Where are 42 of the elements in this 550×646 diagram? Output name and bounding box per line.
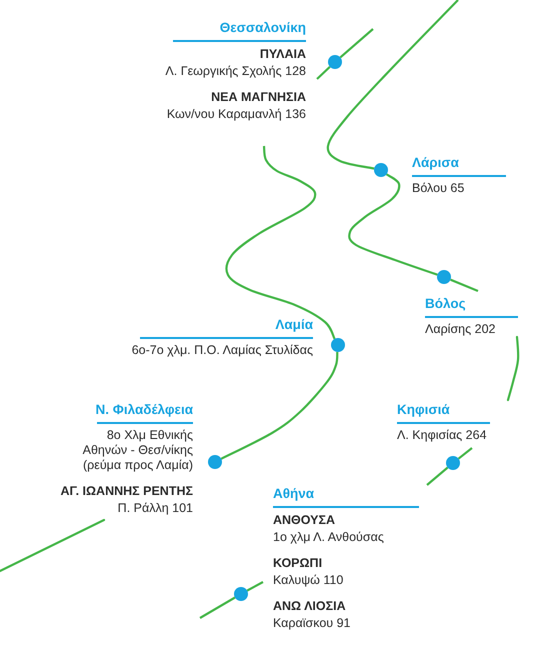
dot-icon — [234, 587, 248, 601]
route-line — [340, 28, 374, 58]
route-line — [326, 0, 459, 170]
address-text: Καλυψώ 110 — [273, 573, 344, 588]
address-text: 8ο Χλμ Εθνικής Αθηνών - Θεσ/νίκης (ρεύμα προς Λαμία) — [82, 428, 193, 473]
dot-icon — [437, 270, 451, 284]
route-line — [348, 173, 438, 276]
city-name: Λαμία — [275, 317, 313, 333]
place-name: ΑΝΘΟΥΣΑ — [273, 512, 336, 529]
address-text: 1ο χλμ Λ. Ανθούσας — [273, 530, 384, 545]
route-line — [458, 447, 473, 460]
address-text: 6ο-7ο χλμ. Π.Ο. Λαμίας Στυλίδας — [132, 343, 313, 358]
city-name: Λάρισα — [412, 155, 459, 171]
route-line — [199, 596, 236, 619]
route-line — [450, 278, 478, 292]
route-line — [426, 466, 448, 486]
place-name: ΚΟΡΩΠΙ — [273, 555, 322, 572]
dot-icon — [328, 55, 342, 69]
city-name: Θεσσαλονίκη — [220, 20, 306, 36]
place-name: ΑΓ. ΙΩΑΝΝΗΣ ΡΕΝΤΗΣ — [60, 483, 193, 500]
address-text: Κων/νου Καραμανλή 136 — [166, 107, 306, 122]
dot-icon — [374, 163, 388, 177]
city-name: Βόλος — [425, 296, 466, 312]
dot-icon — [446, 456, 460, 470]
address-text: Λ. Γεωργικής Σχολής 128 — [165, 64, 306, 79]
address-text: Π. Ράλλη 101 — [118, 501, 193, 516]
city-name: Ν. Φιλαδέλφεια — [96, 402, 193, 418]
dot-icon — [331, 338, 345, 352]
route-line — [225, 146, 336, 340]
address-text: Λαρίσης 202 — [425, 322, 496, 337]
city-name: Αθήνα — [273, 486, 314, 502]
place-name: ΠΥΛΑΙΑ — [260, 46, 306, 63]
address-text: Βόλου 65 — [412, 181, 464, 196]
route-line — [246, 581, 264, 592]
dot-icon — [208, 455, 222, 469]
place-name: ΑΝΩ ΛΙΟΣΙΑ — [273, 598, 346, 615]
route-line — [220, 352, 338, 460]
city-name: Κηφισιά — [397, 402, 450, 418]
route-line — [316, 66, 331, 80]
address-text: Καραϊσκου 91 — [273, 616, 351, 631]
address-text: Λ. Κηφισίας 264 — [397, 428, 487, 443]
place-name: ΝΕΑ ΜΑΓΝΗΣΙΑ — [211, 89, 306, 106]
